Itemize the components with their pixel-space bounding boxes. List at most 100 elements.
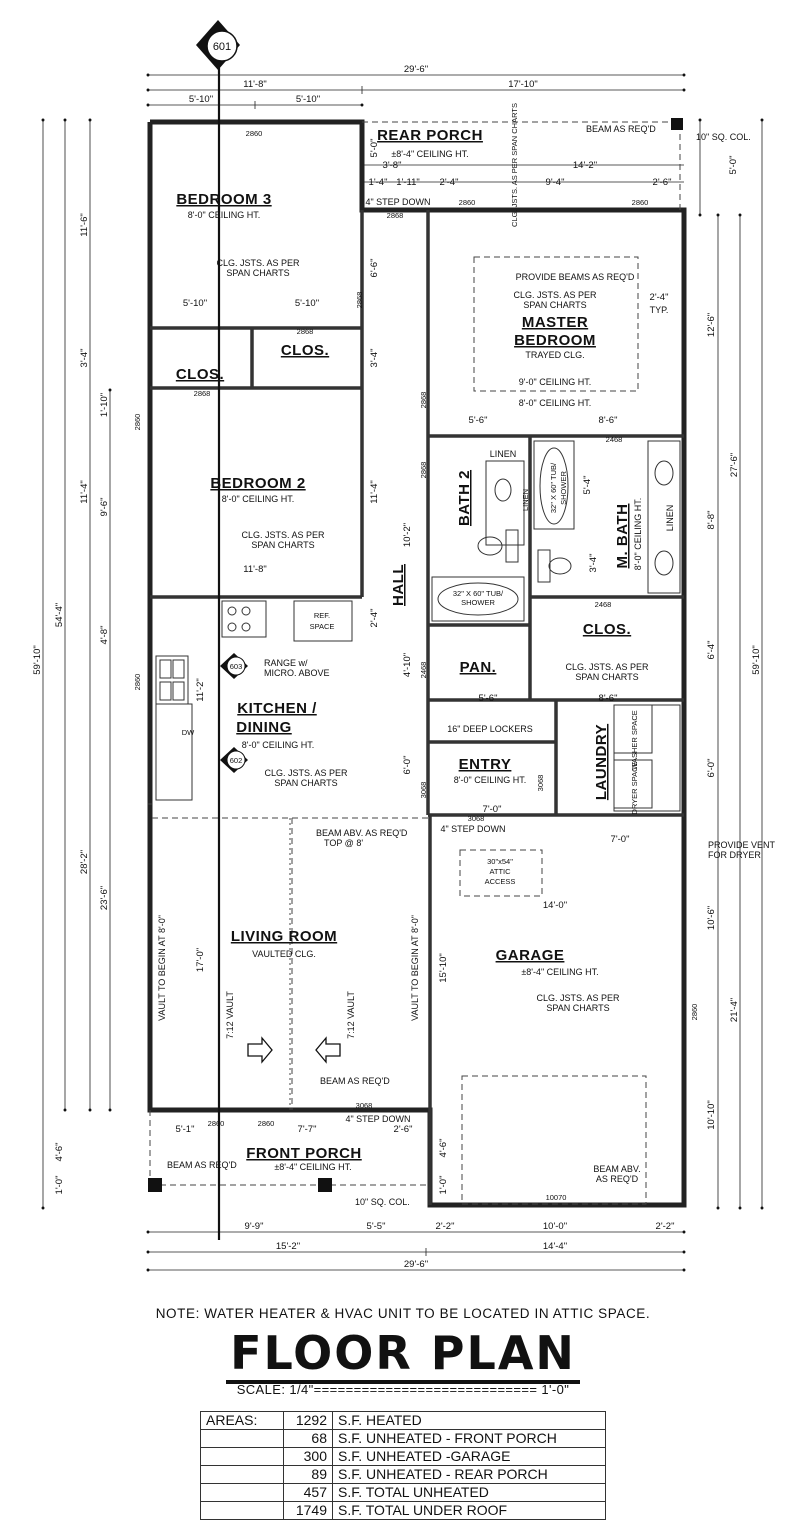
table-row: 300 S.F. UNHEATED -GARAGE: [200, 1447, 606, 1466]
room-ceiling: 8'-0" CEILING HT.: [454, 775, 526, 785]
dim-bottom-total: 29'-6": [404, 1259, 428, 1270]
dim: 4'-8": [99, 626, 110, 645]
table-row: 68 S.F. UNHEATED - FRONT PORCH: [200, 1429, 606, 1448]
room-name-closet: CLOS.: [281, 342, 329, 359]
dim: 6'-6": [369, 259, 380, 278]
window-tag: 2860: [246, 129, 263, 138]
beam-note: BEAM AS REQ'D: [167, 1160, 237, 1170]
interior-walls: [148, 210, 684, 1205]
room-note: SPAN CHARTS: [274, 778, 337, 788]
dim-bottom-a: 9'-9": [245, 1221, 264, 1232]
section-marker-601: 601: [196, 20, 240, 70]
room-ceiling: 8'-0" CEILING HT.: [222, 494, 294, 504]
linen-label: LINEN: [521, 489, 530, 511]
dim: 7'-0": [483, 804, 502, 815]
room-note: SPAN CHARTS: [226, 268, 289, 278]
dim: 3'-8": [383, 160, 402, 171]
dim: 1'-4": [369, 177, 388, 188]
dim: 7'-0": [611, 834, 630, 845]
beam-note: BEAM ABV. AS REQ'D: [316, 828, 408, 838]
dim-left-total: 59'-10": [32, 645, 43, 674]
dim: 14'-0": [543, 900, 567, 911]
vent-note: PROVIDE VENT: [708, 840, 776, 850]
room-ceiling: ±8'-4" CEILING HT.: [274, 1162, 351, 1172]
dim: 5'-6": [479, 693, 498, 704]
dim: 5'-4": [582, 476, 593, 495]
window-tag: 2860: [258, 1119, 275, 1128]
dim: 2'-4": [369, 609, 380, 628]
dim: 8'-6": [599, 415, 618, 426]
room-note: SPAN CHARTS: [523, 300, 586, 310]
room-name-master-bedroom: BEDROOM: [514, 332, 596, 349]
beam-note: BEAM AS REQ'D: [586, 124, 656, 134]
svg-text:601: 601: [213, 41, 231, 53]
dim: 3'-4": [588, 554, 599, 573]
dim: 12'-6": [706, 313, 717, 337]
range-label: MICRO. ABOVE: [264, 668, 330, 678]
door-tag: 3068: [536, 775, 545, 792]
dim: 8'-6": [599, 693, 618, 704]
tub-label: SHOWER: [461, 598, 495, 607]
room-name-pantry: PAN.: [460, 659, 497, 676]
dim-top-sub-b: 5'-10": [296, 94, 320, 105]
door-tag: 2868: [194, 389, 211, 398]
area-value: 1292: [283, 1411, 333, 1430]
window-tag: 2860: [208, 1119, 225, 1128]
dim-top-right: 17'-10": [508, 79, 537, 90]
room-name-master-bedroom: MASTER: [522, 314, 588, 331]
beams-note: PROVIDE BEAMS AS REQ'D: [516, 272, 635, 282]
tub-label: 32" X 60" TUB/: [549, 462, 558, 513]
attic-note: NOTE: WATER HEATER & HVAC UNIT TO BE LOC…: [155, 1306, 651, 1321]
table-row: 89 S.F. UNHEATED - REAR PORCH: [200, 1465, 606, 1484]
door-tag: 2868: [419, 462, 428, 479]
area-desc: S.F. UNHEATED -GARAGE: [332, 1447, 606, 1466]
dim: 6'-4": [706, 641, 717, 660]
dim: 11'-4": [369, 480, 380, 504]
room-note: VAULTED CLG.: [252, 949, 316, 959]
door-tag: 2468: [419, 662, 428, 679]
window-tag: 2860: [690, 1004, 699, 1021]
table-row: 457 S.F. TOTAL UNHEATED: [200, 1483, 606, 1502]
area-desc: S.F. UNHEATED - REAR PORCH: [332, 1465, 606, 1484]
dim: 1'-0": [438, 1176, 449, 1195]
room-note: CLG. JSTS. AS PER: [264, 768, 348, 778]
area-value: 300: [283, 1447, 333, 1466]
area-value: 68: [283, 1429, 333, 1448]
dim-top-sub-a: 5'-10": [189, 94, 213, 105]
attic-label: ACCESS: [485, 877, 516, 886]
vault-note: VAULT TO BEGIN AT 8'-0": [410, 915, 420, 1021]
dim: 15'-10": [438, 953, 449, 982]
slope-note: 7:12 VAULT: [225, 991, 235, 1039]
svg-text:602: 602: [230, 756, 243, 765]
room-name-entry: ENTRY: [459, 756, 512, 773]
dw-label: DW: [182, 728, 195, 737]
room-ceiling: 8'-0" CEILING HT.: [188, 210, 260, 220]
column-note: 10" SQ. COL.: [696, 132, 751, 142]
dim: 5'-1": [176, 1124, 195, 1135]
door-tag: 3068: [468, 814, 485, 823]
vault-arrows: [247, 1036, 341, 1064]
dim: 1'-0": [54, 1176, 65, 1195]
door-tag: 2868: [419, 392, 428, 409]
dim: 23'-6": [99, 886, 110, 910]
areas-table: AREAS: 1292 S.F. HEATED 68 S.F. UNHEATED…: [200, 1411, 606, 1520]
window-tag: 2860: [133, 674, 142, 691]
dim: 9'-6": [99, 498, 110, 517]
scale-note: SCALE: 1/4"============================ …: [236, 1382, 570, 1397]
dim-bottom-right: 14'-4": [543, 1241, 567, 1252]
step-note: 4" STEP DOWN: [345, 1114, 410, 1124]
dim: 5'-10": [183, 298, 207, 309]
dim: 28'-2": [79, 850, 90, 874]
window-tag: 2860: [459, 198, 476, 207]
dim: 4'-6": [54, 1143, 65, 1162]
linen-label: LINEN: [490, 449, 517, 459]
dim-bottom-left: 15'-2": [276, 1241, 300, 1252]
dim: 5'-6": [469, 415, 488, 426]
door-tag: 3068: [419, 782, 428, 799]
tub-label: 32" X 60" TUB/: [453, 589, 504, 598]
vent-note: FOR DRYER: [708, 850, 761, 860]
fixtures: [155, 440, 681, 812]
room-name-master-bath: M. BATH: [614, 504, 631, 569]
floor-plan-drawing: 601 603 602: [32, 20, 776, 1272]
room-name-kitchen: KITCHEN /: [237, 700, 317, 717]
